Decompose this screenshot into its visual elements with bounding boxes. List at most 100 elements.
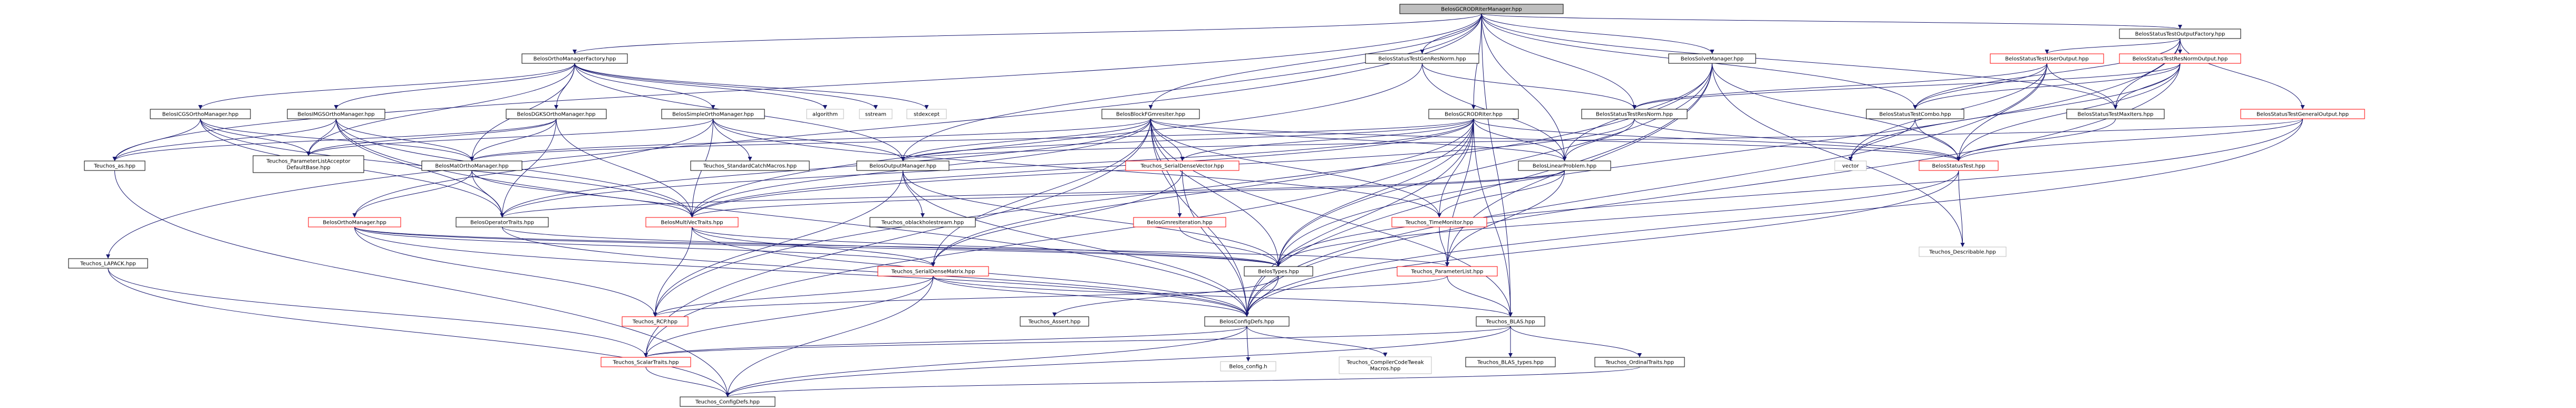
node-root: BelosGCRODRIterManager.hpp [1399,4,1564,14]
node-box [869,217,976,227]
node-imgs[interactable]: BelosIMGSOrthoManager.hpp [287,109,385,119]
node-aspp[interactable]: Teuchos_as.hpp [84,160,146,171]
node-box [506,109,607,119]
node-matortho[interactable]: BelosMatOrthoManager.hpp [421,160,522,171]
node-box [806,109,844,119]
node-rcp[interactable]: Teuchos_RCP.hpp [622,316,689,327]
edge-root-to-getresnorm [1420,13,1482,54]
node-teuchosconfig[interactable]: Teuchos_ConfigDefs.hpp [680,396,776,407]
edge-timemon-to-plist [1439,226,1449,267]
node-belosconfig: Belos_config.h [1220,361,1276,372]
node-label: BelosStatusTestResNormOutput.hpp [2133,56,2228,62]
node-optraits[interactable]: BelosOperatorTraits.hpp [456,217,549,227]
edge-orthomgr-to-rcp [354,226,657,317]
node-outputfac[interactable]: BelosStatusTestOutputFactory.hpp [2119,29,2241,39]
node-scalartraits[interactable]: Teuchos_ScalarTraits.hpp [601,357,691,367]
edge-gcrodriter-to-matortho [470,118,1474,162]
node-label: BelosICGSOrthoManager.hpp [162,112,239,118]
node-plistacc[interactable]: Teuchos_ParameterListAcceptorDefaultBase… [253,155,364,173]
node-solvemgr[interactable]: BelosSolveManager.hpp [1668,53,1756,64]
node-givens[interactable]: BelosGmresIteration.hpp [1133,217,1226,227]
node-box [680,396,776,407]
node-timemon[interactable]: Teuchos_TimeMonitor.hpp [1391,217,1487,227]
edge-dgks-to-aspp [112,118,557,162]
node-resnormout[interactable]: BelosStatusTestResNormOutput.hpp [2119,53,2241,64]
node-label: BelosTypes.hpp [1258,269,1299,275]
node-statustest[interactable]: BelosStatusTest.hpp [1919,160,1999,171]
node-maxiters[interactable]: BelosStatusTestMaxIters.hpp [2066,109,2165,119]
node-label: Teuchos_as.hpp [93,164,135,169]
node-box [2119,53,2241,64]
node-simple[interactable]: BelosSimpleOrthoManager.hpp [661,109,765,119]
edge-lapack-to-scalartraits [108,268,648,358]
edge-orthomgr-to-types [354,226,1281,267]
edge-serialdv-to-sdmatrix [931,170,1183,267]
node-linprob[interactable]: BelosLinearProblem.hpp [1518,160,1611,171]
node-blas[interactable]: Teuchos_BLAS.hpp [1476,316,1545,327]
node-box [308,217,401,227]
edge-orthofac-to-cgs [198,63,575,110]
node-box [1919,246,2007,257]
node-label: Teuchos_RCP.hpp [632,319,677,325]
node-box [1244,266,1313,277]
edge-givens-to-types [1179,226,1281,267]
node-types[interactable]: BelosTypes.hpp [1244,266,1313,277]
node-label: Teuchos_CompilerCodeTweak [1346,360,1424,366]
edge-linprob-to-plist [1445,170,1565,267]
node-label: BelosGCRODRIterManager.hpp [1441,7,1522,13]
node-box [68,258,148,269]
node-mvtraits[interactable]: BelosMultiVecTraits.hpp [645,217,739,227]
node-blockgm[interactable]: BelosBlockFGmresIter.hpp [1101,109,1200,119]
node-ordinal[interactable]: Teuchos_OrdinalTraits.hpp [1594,357,1685,367]
edge-linprob-to-timemon [1437,170,1565,218]
edge-types-to-assert [1052,276,1279,317]
node-label: BelosStatusTestResNorm.hpp [1596,112,1673,118]
node-blastypes[interactable]: Teuchos_BLAS_types.hpp [1465,357,1556,367]
node-combo[interactable]: BelosStatusTestCombo.hpp [1866,109,1964,119]
edge-root-to-orthofac [573,13,1482,54]
node-label: Teuchos_BLAS_types.hpp [1477,360,1544,366]
node-genoutput[interactable]: BelosStatusTestGeneralOutput.hpp [2240,109,2365,119]
node-box [1397,266,1498,277]
edge-outputmgr-to-configdefs [903,170,1249,317]
edge-matortho-to-mvtraits [471,170,694,218]
edge-gcrodriter-to-linprob [1473,118,1567,162]
node-box [1428,109,1519,119]
node-statusresnorm[interactable]: BelosStatusTestResNorm.hpp [1581,109,1688,119]
node-cgs[interactable]: BelosICGSOrthoManager.hpp [150,109,251,119]
node-dgks[interactable]: BelosDGKSOrthoManager.hpp [506,109,607,119]
node-box [287,109,385,119]
edge-blas-to-scalartraits [644,326,1511,358]
node-gcrodriter[interactable]: BelosGCRODRIter.hpp [1428,109,1519,119]
edge-gcrodriter-to-statustest [1473,118,1961,162]
edge-gcrodriter-to-serialdv [1180,118,1474,162]
node-oblack[interactable]: Teuchos_oblackholestream.hpp [869,217,976,227]
node-label: BelosStatusTestGenResNorm.hpp [1378,56,1466,62]
node-orthofac[interactable]: BelosOrthoManagerFactory.hpp [521,53,628,64]
node-plist[interactable]: Teuchos_ParameterList.hpp [1397,266,1498,277]
node-label: Teuchos_ParameterListAcceptor [266,159,351,165]
node-box [253,155,364,173]
node-assert[interactable]: Teuchos_Assert.hpp [1020,316,1089,327]
node-outputmgr[interactable]: BelosOutputManager.hpp [856,160,950,171]
node-describable: Teuchos_Describable.hpp [1919,246,2007,257]
edge-blas-to-teuchosconfig [725,326,1511,397]
edge-lapack-to-teuchosconfig [108,268,730,397]
node-serialdv[interactable]: Teuchos_SerialDenseVector.hpp [1125,160,1239,171]
edge-linprob-to-mvtraits [690,170,1565,218]
node-label: Teuchos_LAPACK.hpp [80,261,136,267]
node-sdmatrix[interactable]: Teuchos_SerialDenseMatrix.hpp [877,266,989,277]
node-lapack[interactable]: Teuchos_LAPACK.hpp [68,258,148,269]
node-configdefs[interactable]: BelosConfigDefs.hpp [1204,316,1290,327]
edge-genoutput-to-types [1276,118,2303,267]
node-orthomgr[interactable]: BelosOrthoManager.hpp [308,217,401,227]
edge-simple-to-stdcatch [713,118,752,162]
node-getresnorm[interactable]: BelosStatusTestGenResNorm.hpp [1365,53,1479,64]
edge-statusresnorm-to-linprob [1562,118,1635,162]
node-box [645,217,739,227]
node-stdcatch[interactable]: Teuchos_StandardCatchMacros.hpp [690,160,810,171]
edge-root-to-outputfac [1481,13,2182,30]
edge-matortho-to-orthomgr [352,170,472,218]
node-algorithm: algorithm [806,109,844,119]
node-useroutput[interactable]: BelosStatusTestUserOutput.hpp [1990,53,2104,64]
